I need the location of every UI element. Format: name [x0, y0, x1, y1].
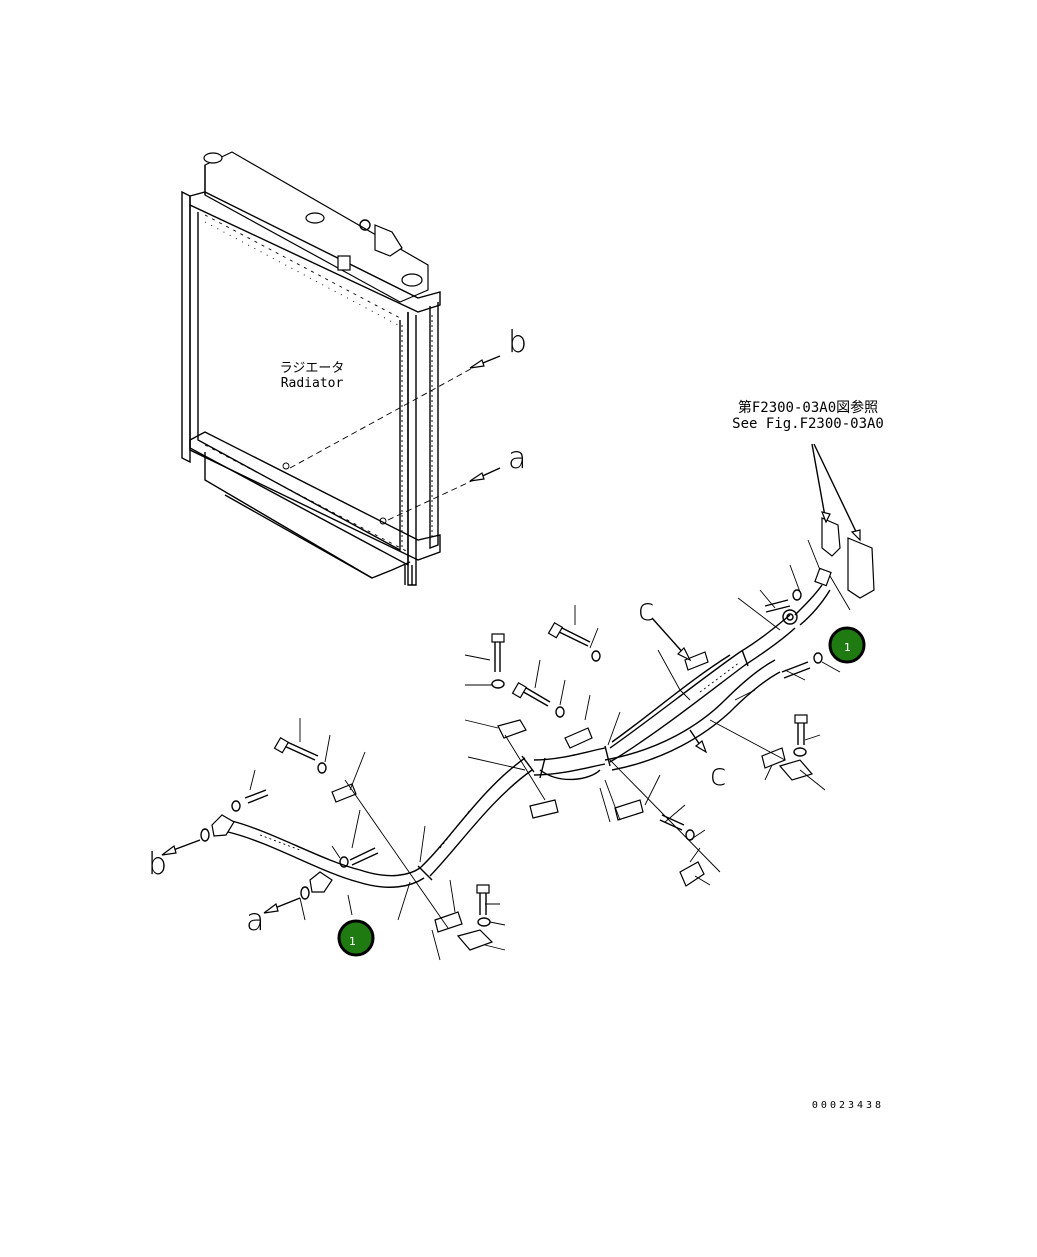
fasteners	[161, 539, 851, 961]
letter-c-upper: c	[638, 593, 655, 628]
letter-b-radiator: b	[508, 325, 527, 360]
radiator-label-en: Radiator	[281, 376, 344, 391]
callout-number: 1	[349, 935, 356, 948]
letter-b-pipe: b	[148, 847, 167, 882]
letter-a-pipe: a	[246, 903, 264, 938]
drawing-number: 00023438	[812, 1100, 884, 1111]
reference-note: 第F2300-03A0図参照 See Fig.F2300-03A0	[732, 399, 884, 432]
reference-note-en: See Fig.F2300-03A0	[732, 416, 884, 432]
letter-a-radiator: a	[508, 441, 526, 476]
callout-1-lower[interactable]: 1	[337, 919, 375, 957]
reference-note-jp: 第F2300-03A0図参照	[738, 399, 878, 416]
radiator-assembly	[181, 151, 501, 586]
radiator-label-jp: ラジエータ	[280, 361, 345, 376]
radiator-label: ラジエータ Radiator	[280, 361, 345, 391]
hose-assembly	[200, 443, 875, 900]
callout-number: 1	[844, 641, 851, 654]
callout-1-upper[interactable]: 1	[828, 626, 866, 664]
letter-c-lower: c	[710, 758, 727, 793]
